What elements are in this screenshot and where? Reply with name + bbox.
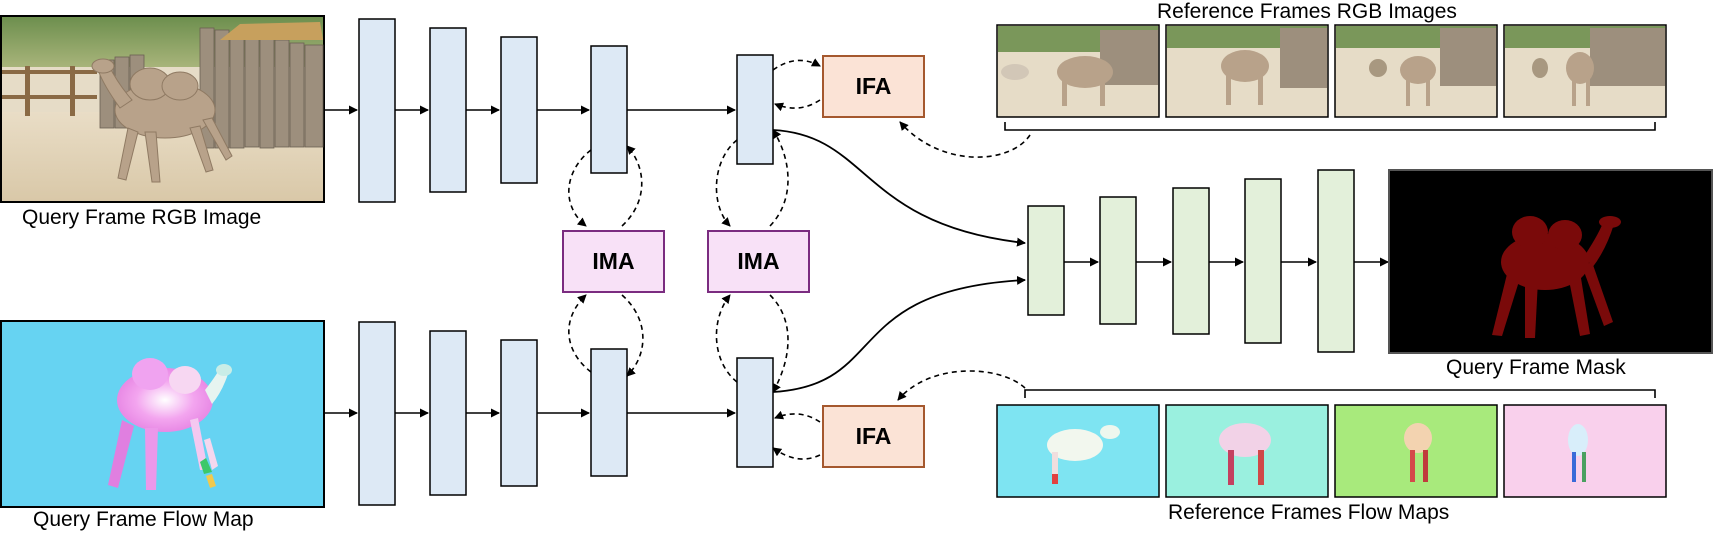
reference-rgb-image-2 xyxy=(1165,24,1329,118)
decoder-block-2 xyxy=(1099,196,1137,325)
flow-encoder-block-5 xyxy=(736,357,774,468)
reference-flow-map-3 xyxy=(1334,404,1498,498)
ima-label-right: IMA xyxy=(737,248,780,274)
flow-encoder-block-1 xyxy=(358,321,396,506)
ima-module-right: IMA xyxy=(707,230,810,293)
query-mask-caption: Query Frame Mask xyxy=(1446,356,1626,379)
query-flow-map xyxy=(0,320,325,508)
rgb-encoder xyxy=(358,18,774,203)
rgb-encoder-block-3 xyxy=(500,36,538,184)
ifa-module-top: IFA xyxy=(822,55,925,118)
reference-rgb-image-4 xyxy=(1503,24,1667,118)
reference-flow-map-2 xyxy=(1165,404,1329,498)
ifa-label-bottom: IFA xyxy=(855,423,892,449)
flow-encoder-block-4 xyxy=(590,348,628,477)
ima-module-left: IMA xyxy=(562,230,665,293)
ima-connections xyxy=(568,129,789,393)
reference-flow-maps xyxy=(996,389,1667,498)
flow-encoder xyxy=(358,321,774,506)
reference-rgb-images xyxy=(996,24,1667,131)
ifa-label-top: IFA xyxy=(855,73,892,99)
ifa-connections xyxy=(772,58,1031,460)
ifa-module-bottom: IFA xyxy=(822,405,925,468)
query-rgb-image xyxy=(0,15,325,203)
reference-flow-map-4 xyxy=(1503,404,1667,498)
reference-rgb-image-1 xyxy=(996,24,1160,118)
ima-label-left: IMA xyxy=(592,248,635,274)
rgb-encoder-block-2 xyxy=(429,27,467,193)
decoder-block-1 xyxy=(1027,205,1065,316)
rgb-encoder-block-5 xyxy=(736,54,774,165)
reference-rgb-image-3 xyxy=(1334,24,1498,118)
rgb-encoder-block-1 xyxy=(358,18,396,203)
flow-encoder-block-2 xyxy=(429,330,467,496)
decoder-block-3 xyxy=(1172,187,1210,335)
reference-rgb-caption: Reference Frames RGB Images xyxy=(1157,0,1457,23)
decoder xyxy=(1027,169,1355,353)
decoder-block-4 xyxy=(1244,178,1282,344)
reference-flow-map-1 xyxy=(996,404,1160,498)
decoder-block-5 xyxy=(1317,169,1355,353)
flow-encoder-block-3 xyxy=(500,339,538,487)
query-mask-image xyxy=(1388,169,1713,354)
query-rgb-caption: Query Frame RGB Image xyxy=(22,206,262,229)
fusion-arrows xyxy=(772,129,1026,393)
query-flow-caption: Query Frame Flow Map xyxy=(33,508,254,531)
rgb-encoder-block-4 xyxy=(590,45,628,174)
reference-flow-caption: Reference Frames Flow Maps xyxy=(1168,501,1450,524)
